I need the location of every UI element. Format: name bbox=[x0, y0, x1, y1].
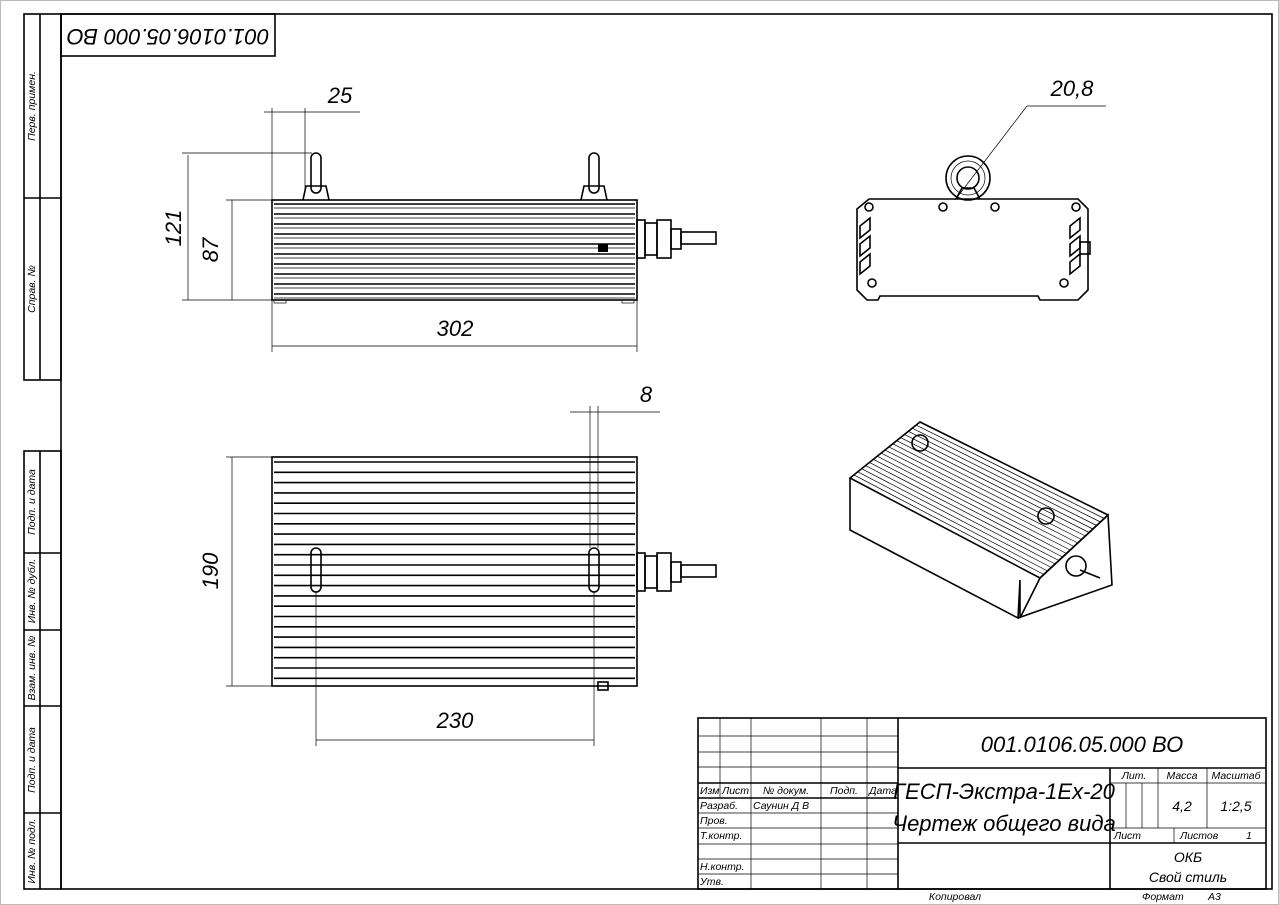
line bbox=[884, 449, 1075, 547]
top-ground-bolt bbox=[597, 681, 609, 691]
dim-230-label: 230 bbox=[436, 708, 474, 733]
dim-121-label: 121 bbox=[161, 210, 186, 247]
strip-vzam-inv: Взам. инв. № bbox=[26, 636, 38, 701]
scale-label: Масштаб bbox=[1211, 770, 1261, 782]
title-product-name: ГЕСП-Экстра-1Ex-20 bbox=[893, 779, 1116, 804]
developer-name: Саунин Д В bbox=[753, 800, 809, 812]
screw-hole bbox=[990, 202, 1000, 212]
line bbox=[896, 440, 1086, 537]
top-body bbox=[271, 456, 638, 687]
dim-302: 302 bbox=[271, 300, 638, 352]
line bbox=[888, 446, 1078, 544]
dim-230: 230 bbox=[315, 592, 595, 746]
dim-20-8: 20,8 bbox=[954, 76, 1106, 201]
screw-hole bbox=[938, 202, 948, 212]
strip-inv-dubl: Инв. № дубл. bbox=[26, 559, 38, 624]
hdr-data: Дата bbox=[868, 785, 897, 797]
line bbox=[869, 462, 1060, 561]
hdr-doc-no: № докум. bbox=[763, 785, 809, 797]
strip-podp-data-2: Подп. и дата bbox=[26, 727, 38, 793]
cable-gland bbox=[636, 219, 717, 259]
line bbox=[880, 452, 1071, 551]
mass-label: Масса bbox=[1166, 770, 1197, 782]
line bbox=[857, 471, 1048, 572]
role-prov: Пров. bbox=[700, 815, 728, 827]
line bbox=[865, 465, 1056, 565]
eye-bolt-left bbox=[302, 152, 330, 201]
isometric-view bbox=[848, 421, 1113, 620]
org-line-1: ОКБ bbox=[1174, 849, 1202, 865]
line bbox=[892, 443, 1082, 540]
front-view: 25 121 87 302 bbox=[161, 83, 717, 352]
strip-inv-podl: Инв. № подл. bbox=[26, 818, 38, 883]
line bbox=[873, 459, 1063, 558]
role-razrab: Разраб. bbox=[700, 800, 738, 812]
screw-hole bbox=[1059, 278, 1069, 288]
hdr-list: Лист bbox=[721, 785, 749, 797]
line bbox=[877, 455, 1067, 554]
line bbox=[904, 434, 1094, 530]
front-fins bbox=[274, 203, 635, 299]
front-body bbox=[271, 199, 638, 301]
dim-87-label: 87 bbox=[198, 237, 223, 262]
lit-label: Лит. bbox=[1121, 770, 1147, 782]
sheets-value: 1 bbox=[1246, 830, 1252, 842]
dim-25: 25 bbox=[264, 83, 360, 200]
screw-hole bbox=[1071, 202, 1081, 212]
role-nkontr: Н.контр. bbox=[700, 861, 744, 873]
top-view: 8 190 230 bbox=[198, 382, 717, 746]
strip-sprav-no: Справ. № bbox=[26, 265, 38, 313]
dim-190-label: 190 bbox=[198, 552, 223, 589]
eye-bolt-right bbox=[580, 152, 608, 201]
title-block: 001.0106.05.000 ВО ГЕСП-Экстра-1Ex-20 Че… bbox=[697, 717, 1267, 903]
line bbox=[861, 468, 1052, 568]
screw-hole bbox=[864, 202, 874, 212]
format-label: Формат bbox=[1142, 891, 1184, 903]
line bbox=[908, 431, 1097, 526]
top-fins bbox=[274, 461, 635, 680]
role-utv: Утв. bbox=[699, 876, 724, 888]
left-side-strip: Перв. примен. Справ. № Подп. и дата Инв.… bbox=[23, 13, 62, 890]
sheet-label: Лист bbox=[1113, 830, 1141, 842]
rotated-doc-number-stamp: 001.0106.05.000 ВО bbox=[60, 13, 276, 57]
dim-20-8-label: 20,8 bbox=[1050, 76, 1095, 101]
dim-8-label: 8 bbox=[640, 382, 653, 407]
screw-hole bbox=[867, 278, 877, 288]
line bbox=[915, 424, 1105, 519]
drawing-frame bbox=[60, 13, 1273, 890]
rotated-doc-number: 001.0106.05.000 ВО bbox=[67, 24, 270, 49]
end-view: 20,8 bbox=[856, 76, 1106, 301]
format-value: А3 bbox=[1207, 891, 1221, 903]
top-cable-gland bbox=[636, 552, 717, 592]
strip-perv-primen: Перв. примен. bbox=[26, 71, 38, 141]
org-line-2: Свой стиль bbox=[1149, 869, 1227, 885]
scale-value: 1:2,5 bbox=[1220, 798, 1251, 814]
dim-302-label: 302 bbox=[437, 316, 474, 341]
title-drawing-type: Чертеж общего вида bbox=[892, 811, 1115, 836]
sheets-label: Листов bbox=[1179, 830, 1219, 842]
dim-121: 121 bbox=[161, 152, 312, 301]
hdr-izm: Изм bbox=[700, 785, 719, 797]
strip-podp-data-1: Подп. и дата bbox=[26, 469, 38, 535]
line bbox=[900, 437, 1090, 533]
mass-value: 4,2 bbox=[1172, 798, 1192, 814]
dim-8: 8 bbox=[570, 382, 660, 548]
dim-87: 87 bbox=[198, 199, 272, 300]
dim-25-label: 25 bbox=[327, 83, 353, 108]
ground-bolt bbox=[598, 244, 608, 252]
dim-190: 190 bbox=[198, 456, 272, 687]
line bbox=[853, 474, 1044, 575]
hdr-podp: Подп. bbox=[830, 785, 858, 797]
title-doc-number: 001.0106.05.000 ВО bbox=[981, 732, 1184, 757]
copied-label: Копировал bbox=[929, 891, 981, 903]
role-tkontr: Т.контр. bbox=[700, 830, 742, 842]
line bbox=[912, 427, 1101, 523]
